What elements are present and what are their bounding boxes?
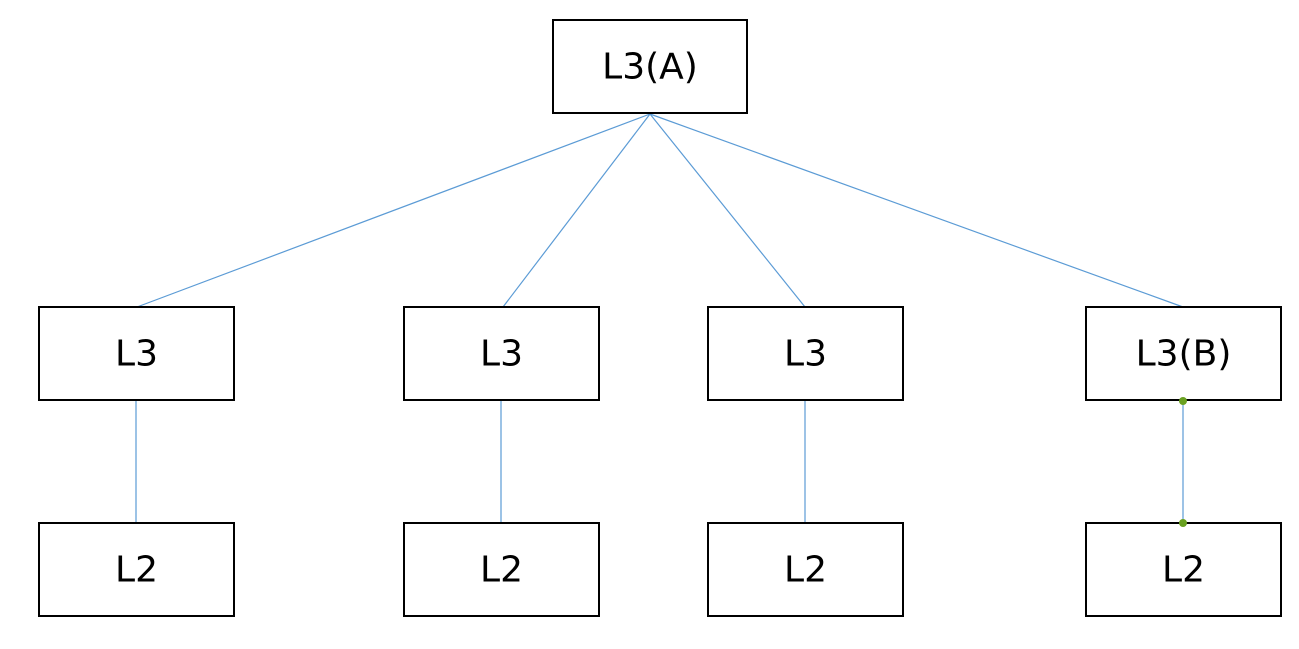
node-l3-a-label: L3(A) [602,47,698,88]
connector-root-to-l3-1 [136,113,651,308]
connector-start-handle[interactable] [1179,397,1187,405]
node-l3-2-label: L3 [480,334,523,375]
node-l2-3-label: L2 [784,550,827,591]
node-l2-3[interactable]: L2 [707,522,904,617]
node-l3-1[interactable]: L3 [38,306,235,401]
connector-root-to-l3-3 [649,113,806,308]
node-l3-1-label: L3 [115,334,158,375]
connector-root-to-l3-b [649,113,1184,308]
node-l3-2[interactable]: L3 [403,306,600,401]
node-l2-1[interactable]: L2 [38,522,235,617]
node-l3-b-label: L3(B) [1136,334,1232,375]
node-l2-2[interactable]: L2 [403,522,600,617]
node-l2-4[interactable]: L2 [1085,522,1282,617]
node-l3-b[interactable]: L3(B) [1085,306,1282,401]
node-l3-3[interactable]: L3 [707,306,904,401]
connector-end-handle[interactable] [1179,519,1187,527]
node-l3-a[interactable]: L3(A) [552,19,748,114]
node-l2-1-label: L2 [115,550,158,591]
node-l2-2-label: L2 [480,550,523,591]
node-l2-4-label: L2 [1162,550,1205,591]
node-l3-3-label: L3 [784,334,827,375]
connector-root-to-l3-2 [502,113,651,308]
